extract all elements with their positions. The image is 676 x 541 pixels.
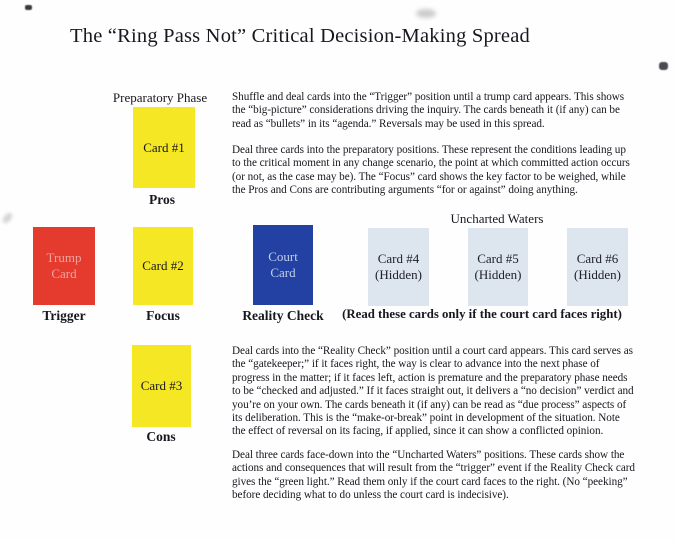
focus-label: Focus bbox=[146, 308, 180, 323]
card-1-pros: Card #1 bbox=[133, 107, 195, 188]
card-5-line1: Card #5 bbox=[477, 251, 519, 266]
preparatory-phase-label: Preparatory Phase bbox=[112, 90, 208, 105]
trump-card-line2: Card bbox=[51, 266, 77, 281]
card-3-label: Card #3 bbox=[140, 378, 183, 393]
card-2-label: Card #2 bbox=[142, 258, 184, 273]
pros-label: Pros bbox=[149, 192, 175, 207]
card-5-line2: (Hidden) bbox=[474, 267, 522, 282]
scan-smudge bbox=[416, 9, 436, 18]
card-4-hidden: Card #4 (Hidden) bbox=[368, 228, 429, 306]
court-card-reality-check: Court Card bbox=[253, 225, 313, 305]
card-6-hidden: Card #6 (Hidden) bbox=[567, 228, 628, 306]
scan-speck bbox=[659, 62, 668, 70]
paragraph-trigger-instructions: Shuffle and deal cards into the “Trigger… bbox=[232, 91, 625, 130]
card-3-cons: Card #3 bbox=[132, 345, 191, 427]
read-note: (Read these cards only if the court card… bbox=[342, 307, 622, 321]
court-card-line1: Court bbox=[268, 249, 298, 264]
card-6-line1: Card #6 bbox=[576, 251, 619, 266]
reality-check-label: Reality Check bbox=[242, 308, 324, 323]
paragraph-reality-check-instructions: Deal cards into the “Reality Check” posi… bbox=[232, 345, 634, 438]
card-6-line2: (Hidden) bbox=[574, 267, 621, 282]
card-1-label: Card #1 bbox=[143, 139, 185, 155]
trigger-label: Trigger bbox=[42, 308, 86, 323]
card-4-line2: (Hidden) bbox=[375, 267, 422, 282]
trump-card-line1: Trump bbox=[46, 250, 82, 265]
paragraph-preparatory-instructions: Deal three cards into the preparatory po… bbox=[232, 144, 630, 197]
scan-smudge bbox=[0, 211, 15, 225]
cons-label: Cons bbox=[146, 429, 176, 444]
card-4-line1: Card #4 bbox=[377, 251, 420, 266]
trump-card-trigger: Trump Card bbox=[33, 227, 95, 305]
uncharted-waters-label: Uncharted Waters bbox=[450, 211, 544, 226]
paragraph-uncharted-waters-instructions: Deal three cards face-down into the “Unc… bbox=[232, 449, 635, 502]
court-card-line2: Card bbox=[270, 265, 296, 280]
scan-speck bbox=[25, 5, 32, 10]
card-5-hidden: Card #5 (Hidden) bbox=[468, 228, 528, 306]
page-title: The “Ring Pass Not” Critical Decision-Ma… bbox=[70, 25, 530, 47]
card-2-focus: Card #2 bbox=[133, 227, 193, 305]
